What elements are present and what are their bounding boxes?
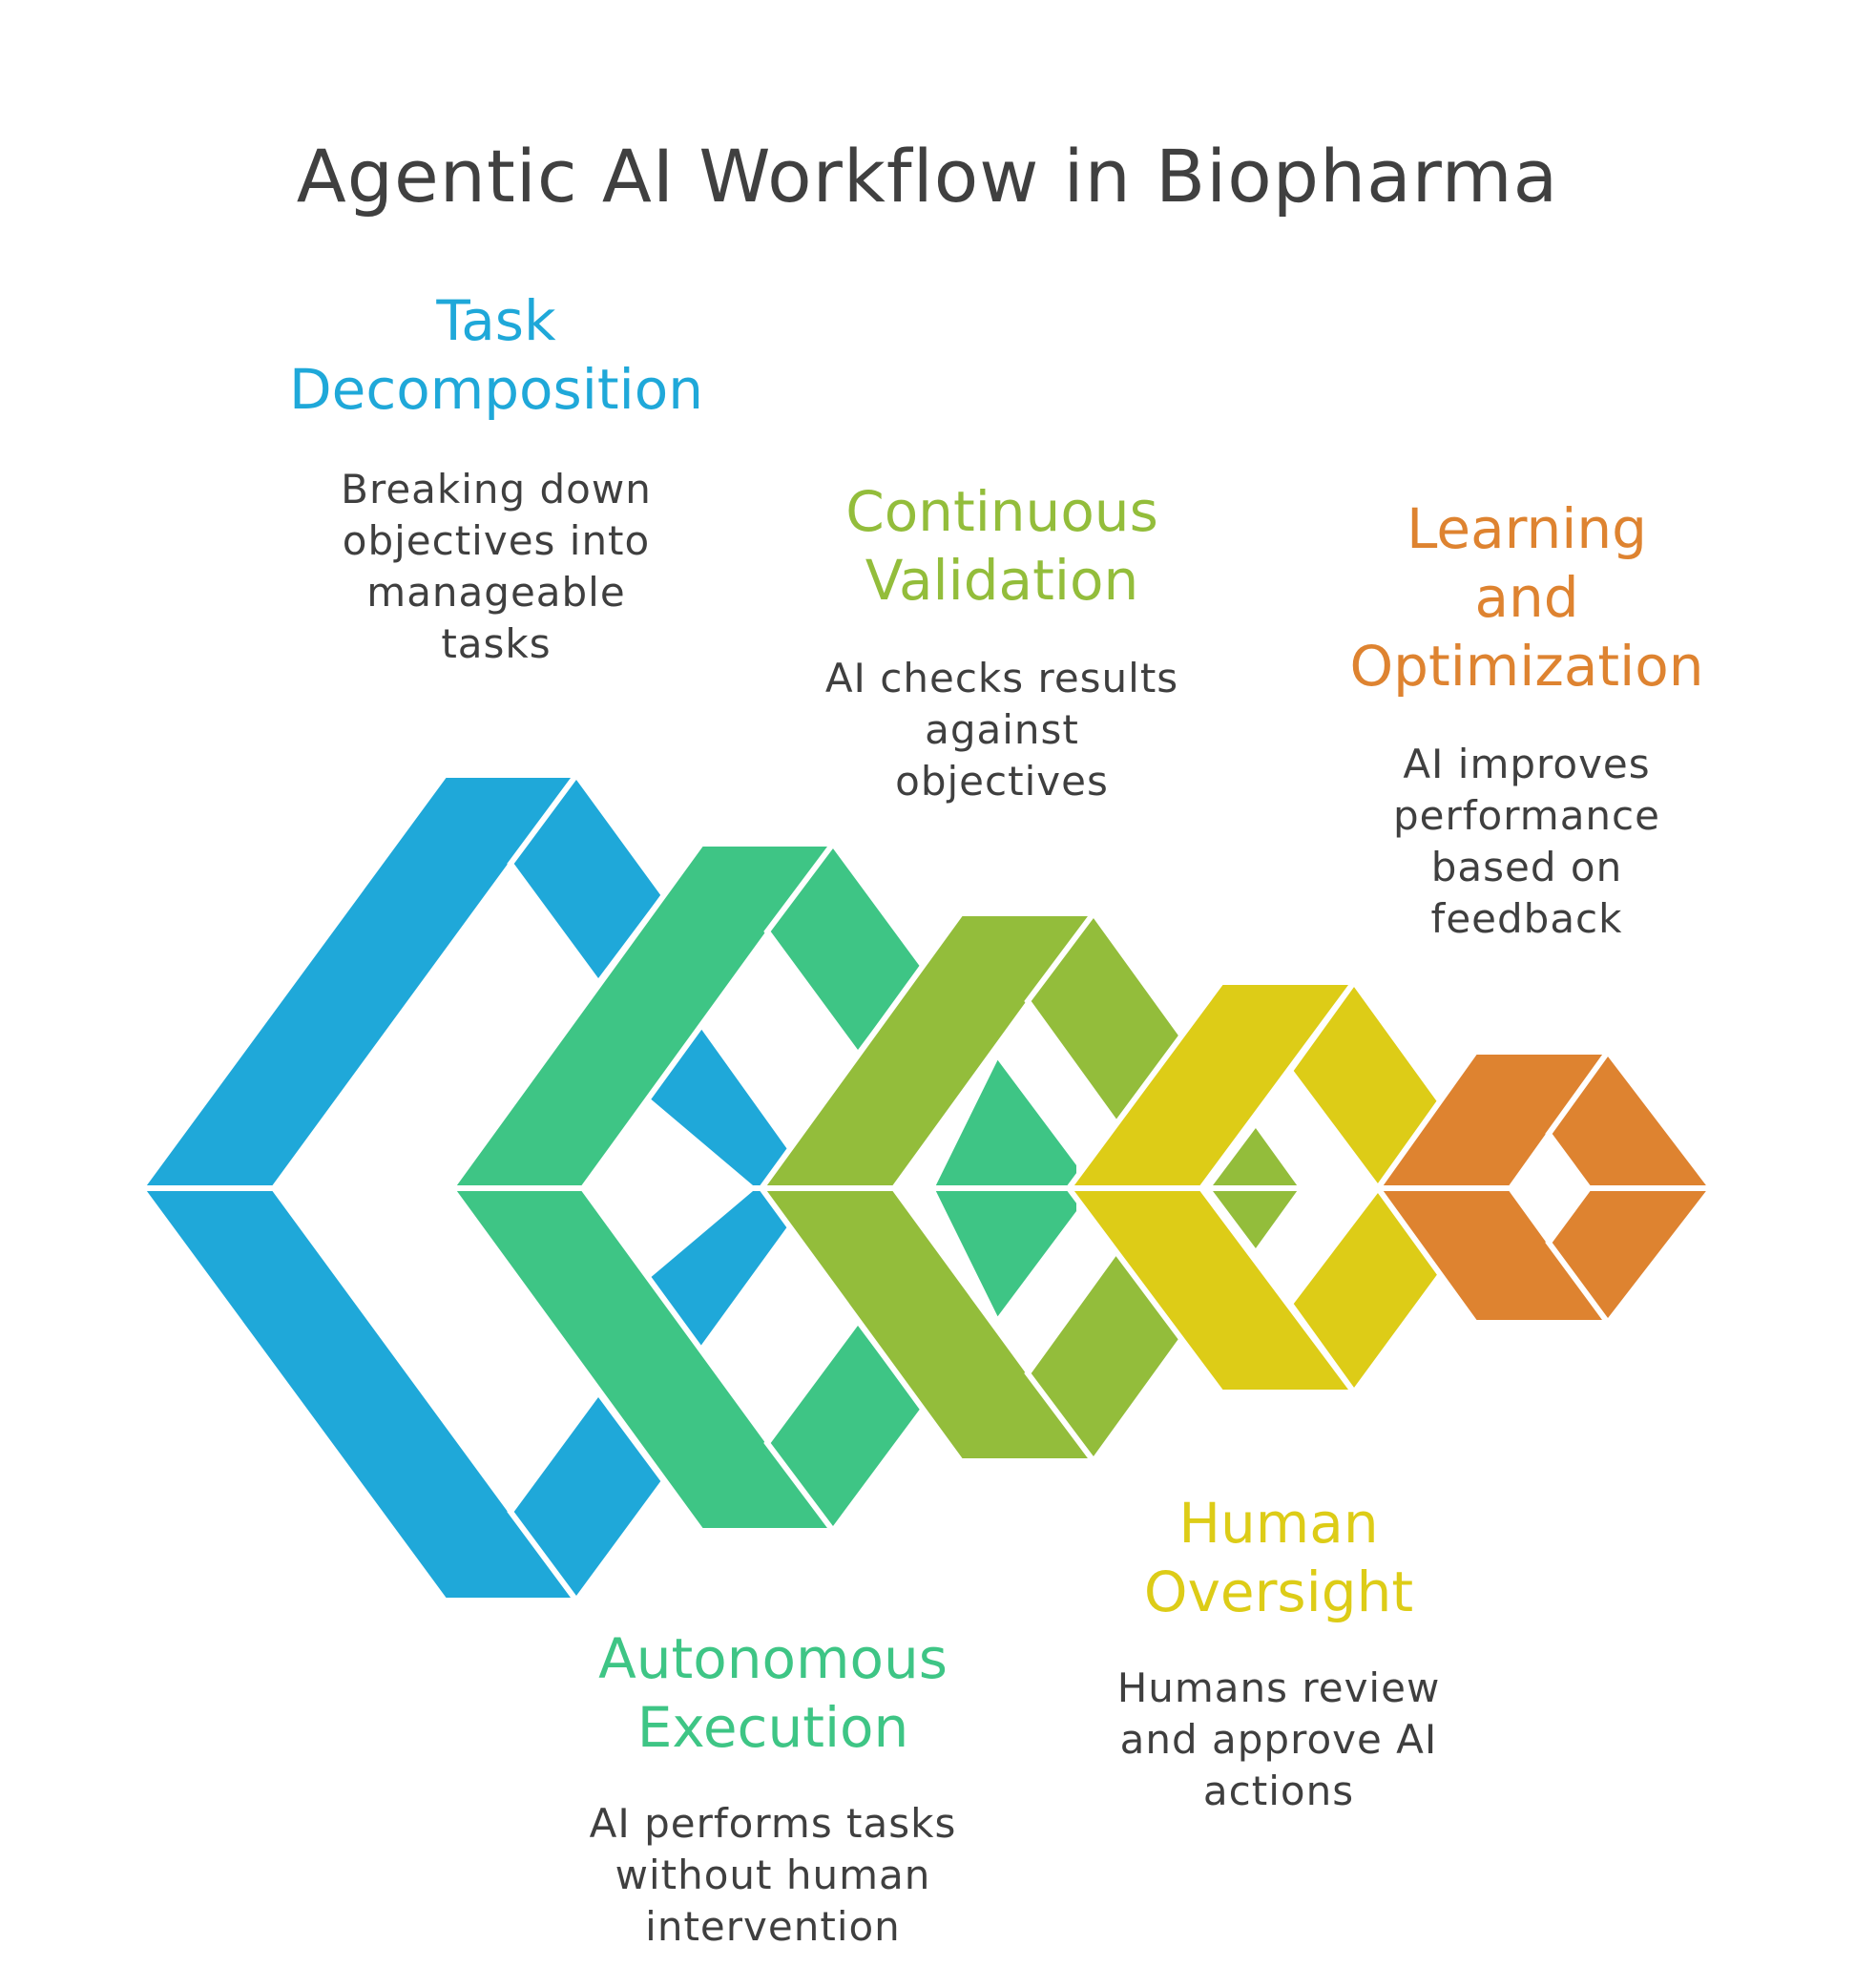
- label-line: Validation: [865, 548, 1139, 613]
- desc-line: against: [925, 706, 1079, 753]
- label-line: Oversight: [1143, 1559, 1414, 1624]
- desc-line: tasks: [441, 620, 552, 667]
- desc-line: feedback: [1430, 895, 1623, 942]
- desc-line: and approve AI: [1119, 1716, 1438, 1763]
- stage-label-continuous-validation: Continuous Validation: [763, 477, 1240, 615]
- label-line: Continuous: [845, 479, 1158, 544]
- stage-label-learning-optimization: Learning and Optimization: [1288, 494, 1765, 701]
- desc-line: intervention: [645, 1903, 901, 1950]
- desc-line: based on: [1430, 844, 1623, 890]
- desc-line: AI improves: [1403, 741, 1651, 787]
- stage-label-human-oversight: Human Oversight: [1040, 1489, 1517, 1626]
- chevron-learning-optimization: [1372, 1046, 1719, 1328]
- label-line: and: [1474, 565, 1579, 630]
- stage-label-task-decomposition: Task Decomposition: [258, 286, 735, 424]
- diagram-title: Agentic AI Workflow in Biopharma: [296, 134, 1559, 219]
- label-line: Autonomous: [598, 1626, 948, 1691]
- stage-desc-continuous-validation: AI checks results against objectives: [763, 653, 1240, 807]
- stage-desc-human-oversight: Humans review and approve AI actions: [1040, 1663, 1517, 1817]
- desc-line: objectives into: [342, 517, 651, 564]
- desc-line: actions: [1202, 1768, 1355, 1814]
- desc-line: objectives: [895, 758, 1109, 805]
- desc-line: AI performs tasks: [589, 1800, 957, 1847]
- label-line: Execution: [636, 1695, 909, 1760]
- label-line: Human: [1178, 1491, 1379, 1556]
- stage-label-autonomous-execution: Autonomous Execution: [534, 1624, 1011, 1762]
- desc-line: manageable: [366, 569, 626, 616]
- desc-line: without human: [615, 1852, 931, 1898]
- desc-line: Humans review: [1116, 1664, 1441, 1711]
- chevron-human-oversight: [1063, 976, 1448, 1398]
- label-line: Decomposition: [289, 357, 703, 422]
- label-line: Task: [436, 288, 556, 353]
- label-line: Learning: [1407, 496, 1647, 561]
- desc-line: AI checks results: [824, 655, 1179, 701]
- stage-desc-autonomous-execution: AI performs tasks without human interven…: [534, 1798, 1011, 1953]
- label-line: Optimization: [1349, 634, 1704, 699]
- desc-line: Breaking down: [341, 466, 652, 513]
- stage-desc-task-decomposition: Breaking down objectives into manageable…: [258, 464, 735, 670]
- chevron-continuous-validation: [756, 908, 1308, 1467]
- chevron-autonomous-execution: [446, 838, 1082, 1537]
- stage-desc-learning-optimization: AI improves performance based on feedbac…: [1288, 739, 1765, 945]
- desc-line: performance: [1393, 792, 1660, 839]
